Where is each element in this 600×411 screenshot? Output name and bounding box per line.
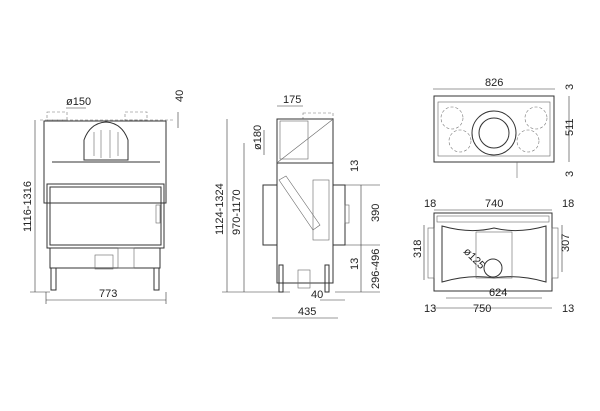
plan-right-margin-label: 18 (562, 198, 574, 210)
side-view (222, 105, 380, 319)
plan-firebox-width-label: 624 (489, 287, 507, 299)
side-foot-offset-label: 40 (311, 289, 323, 301)
plan-outlet-diameter-label: ø125 (461, 246, 487, 272)
side-total-height-label: 1124-1324 (214, 183, 226, 235)
top-depth-label: 511 (564, 118, 576, 136)
plan-left-depth-label: 318 (412, 240, 424, 258)
front-height-label: 1116-1316 (22, 181, 34, 232)
side-gap-top-label: 13 (349, 160, 361, 172)
side-gap-bottom-label: 13 (349, 258, 361, 270)
top-margin-top-label: 3 (564, 84, 576, 90)
side-base-height-label: 296-496 (370, 249, 382, 289)
front-width-label: 773 (99, 288, 117, 300)
front-view (30, 107, 179, 304)
side-flue-width-label: 175 (283, 94, 301, 106)
top-view (433, 88, 570, 178)
side-depth-label: 435 (298, 306, 316, 318)
top-margin-bottom-label: 3 (564, 171, 576, 177)
plan-right-depth-label: 307 (560, 234, 572, 252)
top-width-label: 826 (485, 77, 503, 89)
plan-left-margin-label: 18 (424, 198, 436, 210)
plan-inner-width-label: 740 (485, 198, 503, 210)
plan-base-width-label: 750 (473, 303, 491, 315)
plan-bottom-left-label: 13 (424, 303, 436, 315)
side-opening-height-label: 390 (370, 204, 382, 222)
plan-view (423, 209, 563, 309)
plan-bottom-right-label: 13 (562, 303, 574, 315)
front-top-offset-label: 40 (174, 90, 186, 102)
front-flue-diameter-label: ø150 (66, 96, 91, 108)
side-duct-diameter-label: ø180 (252, 125, 264, 150)
side-mid-height-label: 970-1170 (231, 189, 243, 235)
